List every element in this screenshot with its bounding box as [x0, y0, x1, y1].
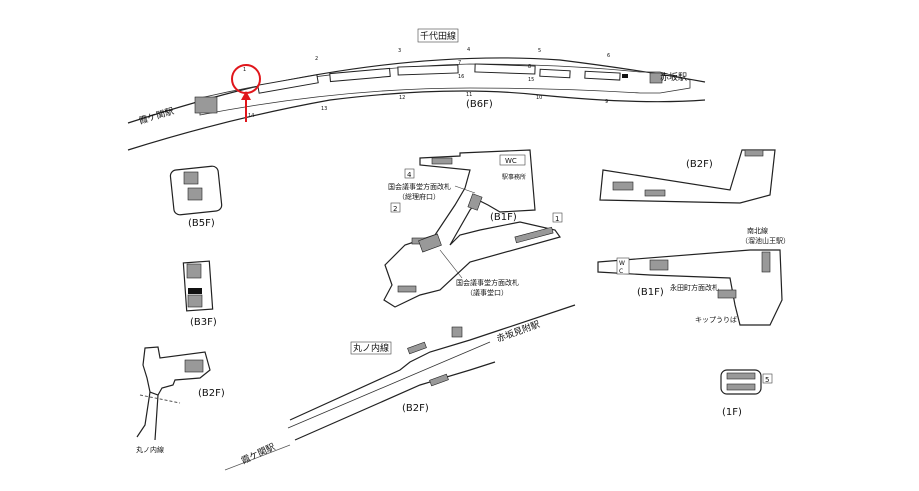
floor-label-b2f-marunouchi: (B2F) — [402, 403, 429, 414]
car-number: 14 — [248, 113, 254, 119]
station-akasaka: 赤坂駅 — [660, 72, 687, 83]
exit-1[interactable]: 1 — [555, 215, 559, 223]
car-number: 1 — [243, 67, 246, 73]
ticket-counter-label: キップうりば — [695, 315, 737, 324]
line-name-chiyoda: 千代田線 — [420, 30, 456, 42]
floor-label-b2f-left: (B2F) — [198, 388, 225, 399]
car-number: 6 — [607, 53, 610, 59]
car-number: 12 — [399, 95, 405, 101]
car-number: 3 — [398, 48, 401, 54]
floor-label-b1f-center: (B1F) — [490, 212, 517, 223]
exit-5[interactable]: 5 — [765, 376, 769, 384]
exit-2[interactable]: 2 — [393, 205, 397, 213]
exit-4[interactable]: 4 — [407, 171, 412, 179]
car-number: 16 — [458, 74, 464, 80]
right-b1f: W C 南北線 （溜池山王駅） 永田町方面改札 キップうりば (B1F) — [597, 226, 790, 326]
gate-label-upper: 国会議事堂方面改札 — [388, 182, 451, 191]
gate-label-nagatacho: 永田町方面改札 — [670, 283, 719, 292]
wc-c-label: C — [619, 268, 623, 275]
floor-label-b1f-right: (B1F) — [637, 287, 664, 298]
floor-label-b2f-right: (B2F) — [686, 159, 713, 170]
car-number: 10 — [536, 95, 542, 101]
line-name-namboku: 南北線 — [747, 226, 768, 235]
gate-label-lower-sub: （議事堂口） — [466, 288, 508, 297]
right-b2f: (B2F) — [599, 149, 776, 204]
level-b5f: (B5F) — [169, 165, 223, 229]
car-number: 9 — [605, 99, 608, 105]
car-number: 5 — [538, 48, 541, 54]
car-number: 4 — [467, 47, 470, 53]
floor-label-b6f: (B6F) — [466, 99, 493, 110]
floor-label-1f: (1F) — [722, 407, 742, 418]
floor-label-b5f: (B5F) — [188, 218, 215, 229]
station-office-label: 駅事務所 — [502, 173, 526, 181]
station-kasumigaseki: 霞ケ関駅 — [138, 106, 176, 127]
car-number: 13 — [321, 106, 327, 112]
marunouchi-direction-label: 丸ノ内線 — [136, 445, 164, 454]
highlight-arrow-icon — [241, 91, 251, 122]
chiyoda-platform — [127, 57, 706, 151]
namboku-station-sub: （溜池山王駅） — [741, 236, 790, 245]
gate-label-upper-sub: （総理府口） — [398, 192, 440, 201]
car-number: 11 — [466, 92, 472, 98]
marunouchi-platform: 丸ノ内線 (B2F) 赤坂見附駅 霞ケ関駅 — [224, 304, 576, 471]
floor-label-b3f: (B3F) — [190, 317, 217, 328]
car-number: 2 — [315, 56, 318, 62]
gate-label-lower: 国会議事堂方面改札 — [456, 278, 519, 287]
level-b3f: (B3F) — [182, 260, 217, 328]
center-b1f: WC 駅事務所 国会議事堂方面改札 （総理府口） 国会議事堂方面改札 （議事堂口… — [383, 149, 563, 308]
level-b2f-left: (B2F) 丸ノ内線 — [136, 346, 225, 454]
station-akasaka-mitsuke: 赤坂見附駅 — [495, 318, 541, 345]
wc-label: WC — [505, 157, 517, 165]
car-number: 8 — [528, 64, 531, 70]
car-number: 15 — [528, 77, 534, 83]
wc-w-label: W — [619, 260, 625, 267]
line-name-marunouchi: 丸ノ内線 — [353, 342, 389, 354]
car-number: 7 — [458, 60, 461, 66]
right-1f: 5 (1F) — [720, 369, 773, 418]
station-kasumigaseki-marunouchi: 霞ケ関駅 — [240, 442, 277, 467]
